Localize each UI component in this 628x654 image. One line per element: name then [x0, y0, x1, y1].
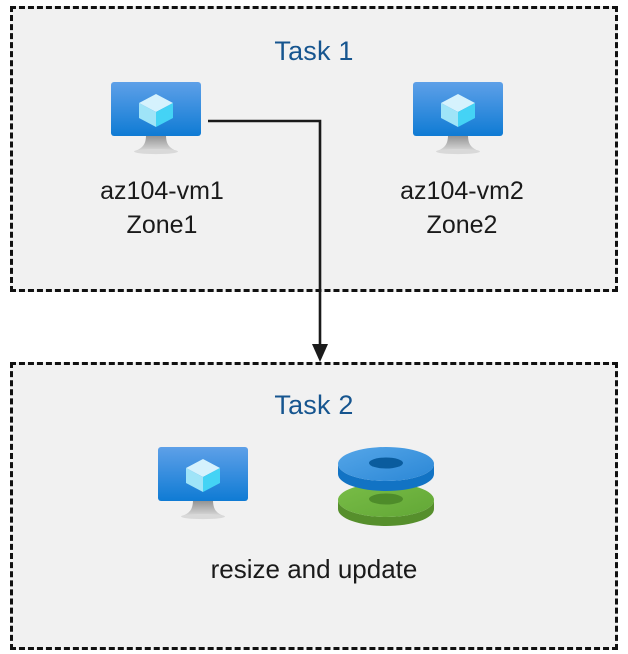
azure-virtual-machine-icon: [108, 79, 216, 159]
azure-virtual-machine-icon: [410, 79, 518, 159]
azure-disks-icon: [334, 441, 438, 527]
task-1-group-box: Task 1: [10, 6, 618, 292]
vm1-label: az104-vm1 Zone1: [100, 177, 224, 239]
task-2-title: Task 2: [274, 390, 354, 420]
azure-virtual-machine-icon: [155, 444, 263, 524]
task-2-group-box: Task 2: [10, 362, 618, 650]
task-1-title: Task 1: [274, 36, 354, 66]
task-2-caption: resize and update: [210, 554, 418, 584]
vm2-label: az104-vm2 Zone2: [400, 177, 524, 239]
